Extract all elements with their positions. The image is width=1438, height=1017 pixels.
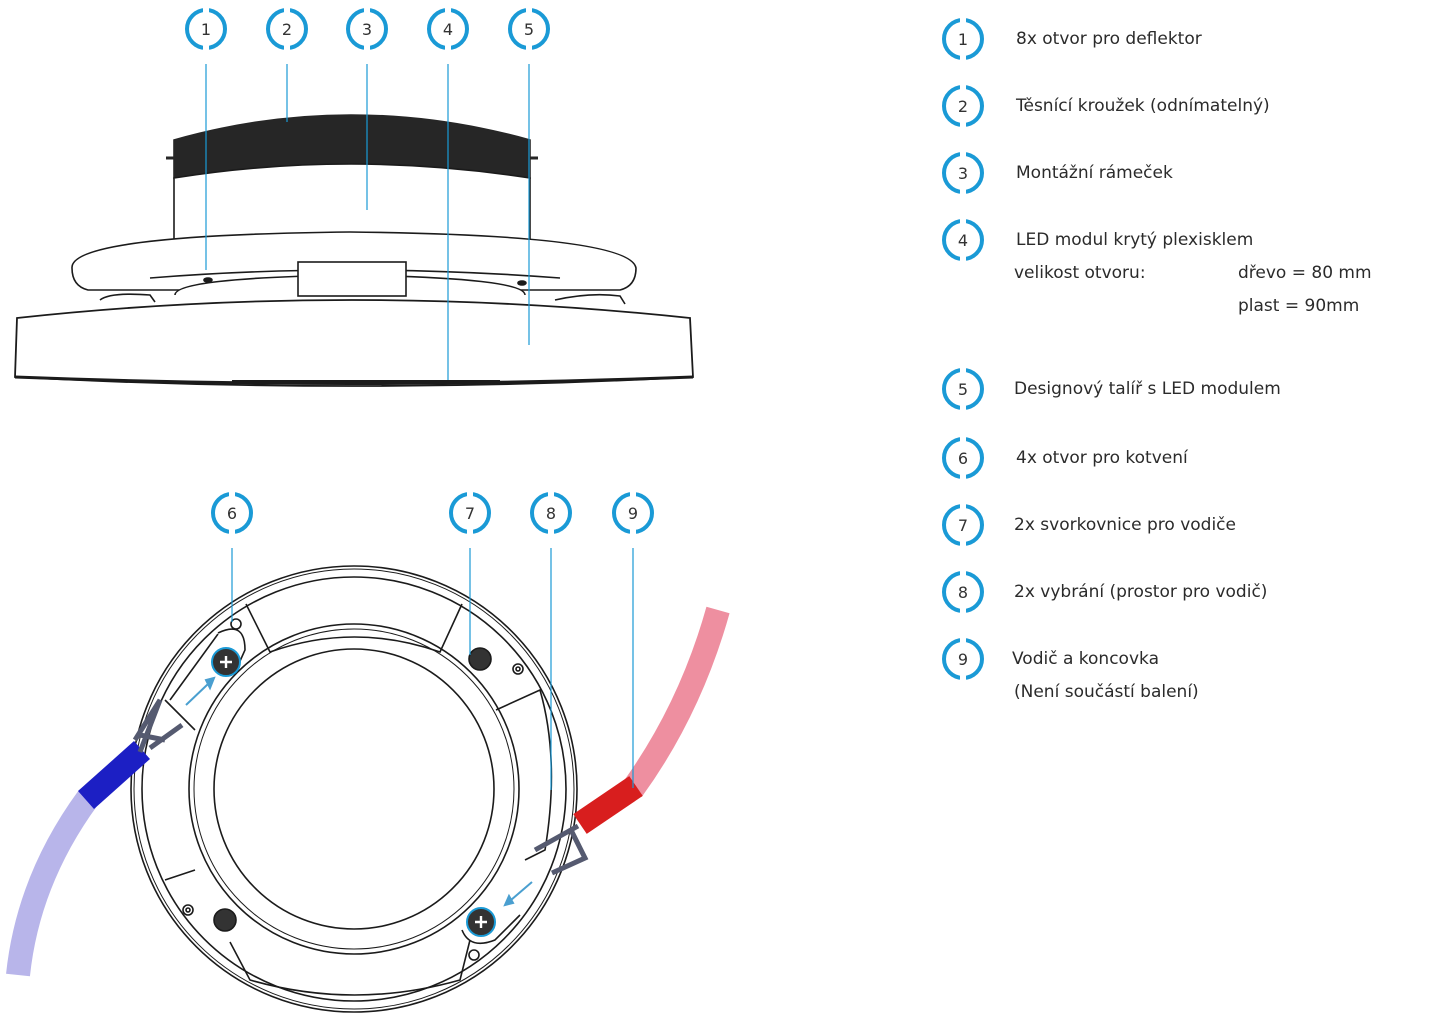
legend-badge-6: 6 (942, 436, 984, 480)
legend-item-8: 2x vybrání (prostor pro vodič) (1014, 582, 1268, 602)
legend-item-2: Těsnící kroužek (odnímatelný) (1016, 96, 1270, 116)
hole-size-wood: dřevo = 80 mm (1238, 263, 1372, 283)
callout-7: 7 (449, 491, 491, 535)
callout-1-label: 1 (200, 19, 212, 39)
legend-badge-4-label: 4 (957, 230, 969, 250)
bottom-leader-lines (231, 548, 634, 790)
blue-wire-light (6, 790, 98, 977)
legend-item-5: Designový talíř s LED modulem (1014, 379, 1281, 399)
legend-badge-6-label: 6 (957, 448, 969, 468)
legend-badge-3-label: 3 (957, 163, 969, 183)
legend-badge-4: 4 (942, 218, 984, 262)
legend-badge-1-label: 1 (957, 29, 969, 49)
legend-badge-5: 5 (942, 367, 984, 411)
legend-item-9: Vodič a koncovka (1012, 649, 1159, 669)
hole-size-plastic: plast = 90mm (1238, 296, 1360, 316)
legend-badge-7: 7 (942, 503, 984, 547)
callout-2-label: 2 (281, 19, 293, 39)
legend-item-1: 8x otvor pro deflektor (1016, 29, 1202, 49)
callout-9: 9 (612, 491, 654, 535)
design-plate (14, 299, 694, 387)
callout-6: 6 (211, 491, 253, 535)
legend-item-4: LED modul krytý plexisklem (1016, 230, 1254, 250)
legend-item-9-note: (Není součástí balení) (1014, 682, 1199, 702)
hole-size-label: velikost otvoru: (1014, 263, 1146, 283)
wires (6, 606, 730, 977)
legend-badge-1: 1 (942, 17, 984, 61)
callout-5-label: 5 (523, 19, 535, 39)
legend-badge-9-label: 9 (957, 649, 969, 669)
callout-9-label: 9 (627, 503, 639, 523)
callout-5: 5 (508, 7, 550, 51)
callout-7-label: 7 (464, 503, 476, 523)
blue-wire-sleeve (78, 741, 150, 809)
legend-badge-2-label: 2 (957, 96, 969, 116)
legend-item-3: Montážní rámeček (1016, 163, 1173, 183)
callout-2: 2 (266, 7, 308, 51)
flange (71, 231, 637, 291)
legend-badge-8-label: 8 (957, 582, 969, 602)
red-wire-light (622, 606, 730, 798)
legend-badge-2: 2 (942, 84, 984, 128)
legend-badge-9: 9 (942, 637, 984, 681)
callout-3: 3 (346, 7, 388, 51)
top-leader-lines (205, 64, 530, 380)
mounting-frame (173, 163, 531, 241)
legend-item-6: 4x otvor pro kotvení (1016, 448, 1188, 468)
callout-4-label: 4 (442, 19, 454, 39)
insert-arrows (185, 676, 533, 907)
callout-4: 4 (427, 7, 469, 51)
callout-1: 1 (185, 7, 227, 51)
legend-item-7: 2x svorkovnice pro vodiče (1014, 515, 1236, 535)
side-view (14, 114, 694, 387)
legend-badge-8: 8 (942, 570, 984, 614)
legend-badge-7-label: 7 (957, 515, 969, 535)
legend-badge-3: 3 (942, 151, 984, 195)
callout-6-label: 6 (226, 503, 238, 523)
legend-badge-5-label: 5 (957, 379, 969, 399)
top-view (130, 565, 578, 1013)
callout-8-label: 8 (545, 503, 557, 523)
callout-8: 8 (530, 491, 572, 535)
callout-3-label: 3 (361, 19, 373, 39)
red-wire-sleeve (573, 776, 643, 834)
